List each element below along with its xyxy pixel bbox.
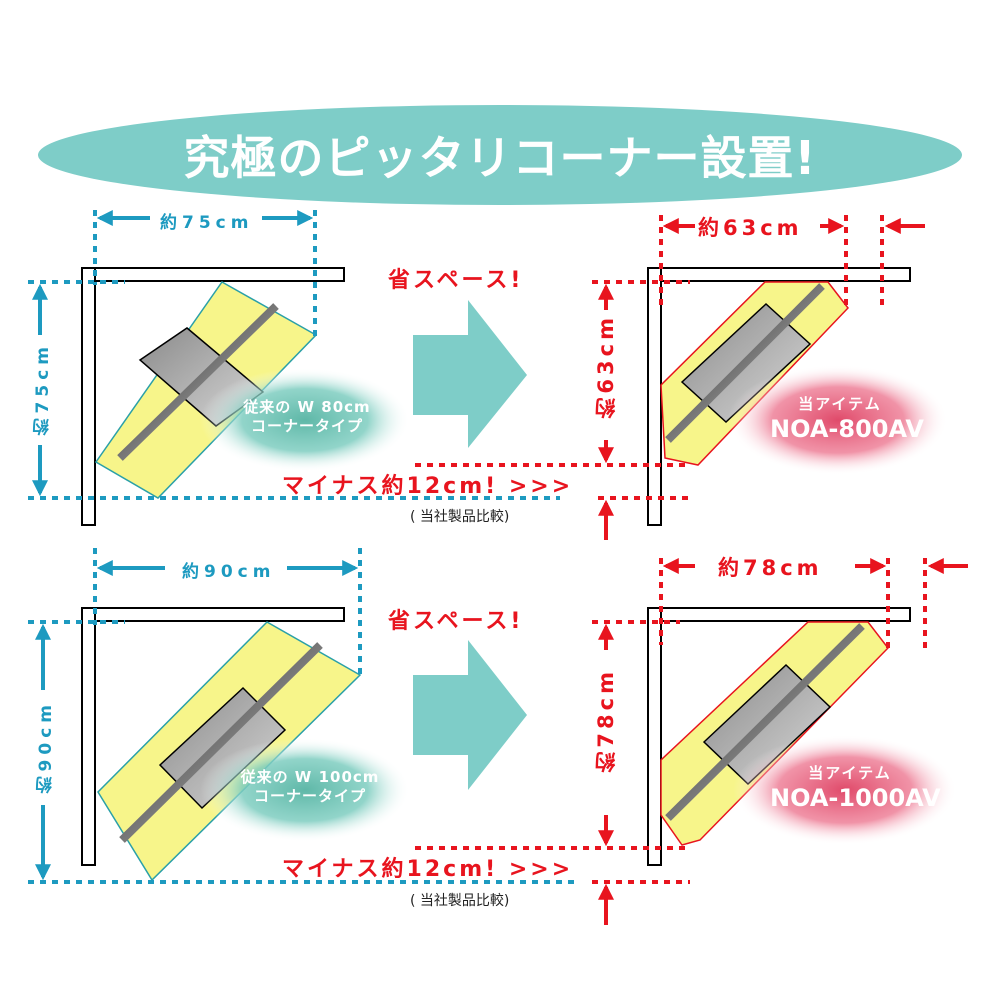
title-banner: [38, 105, 962, 205]
wall-corner-conventional-2: [81, 607, 345, 866]
bubble-product-2: [733, 735, 957, 845]
conventional-width-label-2: 約90cm: [182, 562, 276, 582]
conventional-bubble-1: 従来の W 80cm コーナータイプ: [232, 398, 382, 436]
bubble-conventional-2: [200, 738, 410, 842]
minus-label-1: マイナス約12cm! >>>: [282, 474, 574, 499]
conventional-bubble-line2: コーナータイプ: [250, 416, 363, 435]
tv-stand-conventional-2: [97, 621, 362, 882]
space-saving-label-2: 省スペース!: [388, 609, 524, 634]
product-model-name: NOA-1000AV: [770, 783, 941, 812]
tv-stand-product-2: [660, 621, 889, 846]
arrow-right-2: [413, 640, 527, 790]
product-bubble-line1: 当アイテム: [808, 764, 892, 782]
conventional-bubble-line1: 従来の W 100cm: [240, 768, 380, 786]
product-model-name: NOA-800AV: [770, 414, 924, 443]
conventional-height-label-1: 約75cm: [33, 342, 53, 436]
minus-label-2: マイナス約12cm! >>>: [282, 857, 574, 882]
product-bubble-2: 当アイテム NOA-1000AV: [770, 764, 941, 813]
product-height-label-1: 約63cm: [594, 314, 618, 419]
tv-stand-product-1: [660, 281, 849, 466]
conventional-width-label-1: 約75cm: [160, 213, 254, 233]
product-bubble-line1: 当アイテム: [798, 395, 882, 413]
wall-corner-product-2: [647, 607, 911, 866]
conventional-bubble-line1: 従来の W 80cm: [243, 398, 371, 416]
space-saving-label-1: 省スペース!: [388, 268, 524, 293]
page-title: 究極のピッタリコーナー設置!: [183, 131, 817, 185]
conventional-height-label-2: 約90cm: [36, 700, 56, 794]
arrow-right-1: [413, 300, 527, 448]
product-width-label-2: 約78cm: [718, 556, 823, 580]
comparison-note-1: ( 当社製品比較): [410, 509, 510, 525]
conventional-bubble-2: 従来の W 100cm コーナータイプ: [230, 768, 390, 806]
bubble-product-1: [728, 365, 948, 475]
product-height-label-2: 約78cm: [594, 668, 618, 773]
comparison-note-2: ( 当社製品比較): [410, 893, 510, 909]
product-width-label-1: 約63cm: [698, 216, 803, 240]
wall-corner-conventional-1: [81, 267, 345, 526]
bubble-conventional-1: [200, 368, 410, 472]
conventional-bubble-line2: コーナータイプ: [253, 786, 366, 805]
product-bubble-1: 当アイテム NOA-800AV: [770, 395, 924, 444]
